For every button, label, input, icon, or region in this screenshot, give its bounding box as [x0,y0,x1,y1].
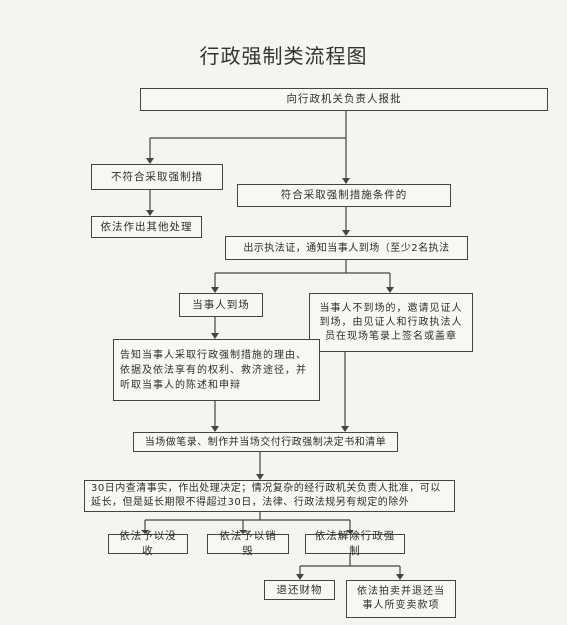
node-release: 依法解除行政强制 [305,530,405,557]
node-absent-text: 当事人不到场的，邀请见证人到场，由见证人和行政执法人员在现场笔录上签名或盖章 [319,302,463,342]
node-auction-text: 依法拍卖并退还当事人所变卖款项 [357,586,445,611]
node-absent: 当事人不到场的，邀请见证人到场，由见证人和行政执法人员在现场笔录上签名或盖章 [309,293,473,352]
node-meet: 符合采取强制措施条件的 [237,184,451,207]
node-return: 退还财物 [264,580,335,600]
arrowhead-auction [396,574,404,580]
arrowhead-present [211,287,219,293]
arrowhead-release [346,530,354,534]
node-meet-text: 符合采取强制措施条件的 [280,189,408,201]
arrowhead-decision [256,474,264,480]
node-inform: 告知当事人采取行政强制措施的理由、依据及依法享有的权利、救济途径，并听取当事人的… [113,339,320,401]
node-present-text: 当事人到场 [192,298,250,311]
arrowhead-return [296,574,304,580]
node-decision-text: 30日内查清事实，作出处理决定；情况复杂的经行政机关负责人批准，可以延长，但是延… [91,483,441,508]
node-not-meet: 不符合采取强制措 [91,164,223,190]
arrowhead-not-meet [146,158,154,164]
node-not-meet-text: 不符合采取强制措 [111,170,203,183]
node-auction: 依法拍卖并退还当事人所变卖款项 [346,580,456,618]
node-notify-text: 出示执法证，通知当事人到场（至少2名执法 [243,242,450,254]
arrowhead-absent [386,287,394,293]
arrowhead-record-right [341,426,349,432]
arrowhead-destroy [239,530,247,534]
node-release-text: 依法解除行政强制 [314,530,396,557]
arrowhead-inform [211,333,219,339]
arrowhead-record-left [211,426,219,432]
node-report-text: 向行政机关负责人报批 [286,93,402,105]
node-record-text: 当场做笔录、制作并当场交付行政强制决定书和清单 [144,436,387,448]
arrowhead-other [146,210,154,216]
node-return-text: 退还财物 [276,583,323,596]
node-other: 依法作出其他处理 [91,216,202,238]
arrowhead-confiscate [141,530,149,534]
node-record: 当场做笔录、制作并当场交付行政强制决定书和清单 [133,432,398,452]
node-decision: 30日内查清事实，作出处理决定；情况复杂的经行政机关负责人批准，可以延长，但是延… [84,480,455,512]
node-destroy: 依法予以销毁 [207,530,289,557]
node-other-text: 依法作出其他处理 [100,220,193,233]
node-present: 当事人到场 [179,293,263,317]
node-destroy-text: 依法予以销毁 [219,530,277,557]
node-confiscate-text: 依法予以没收 [119,530,177,557]
node-report: 向行政机关负责人报批 [140,88,548,111]
arrowhead-meet [342,178,350,184]
node-notify: 出示执法证，通知当事人到场（至少2名执法 [225,236,468,260]
page-title: 行政强制类流程图 [199,44,368,68]
node-confiscate: 依法予以没收 [108,530,188,557]
node-inform-text: 告知当事人采取行政强制措施的理由、依据及依法享有的权利、救济途径，并听取当事人的… [120,349,307,391]
arrowhead-notify [342,230,350,236]
